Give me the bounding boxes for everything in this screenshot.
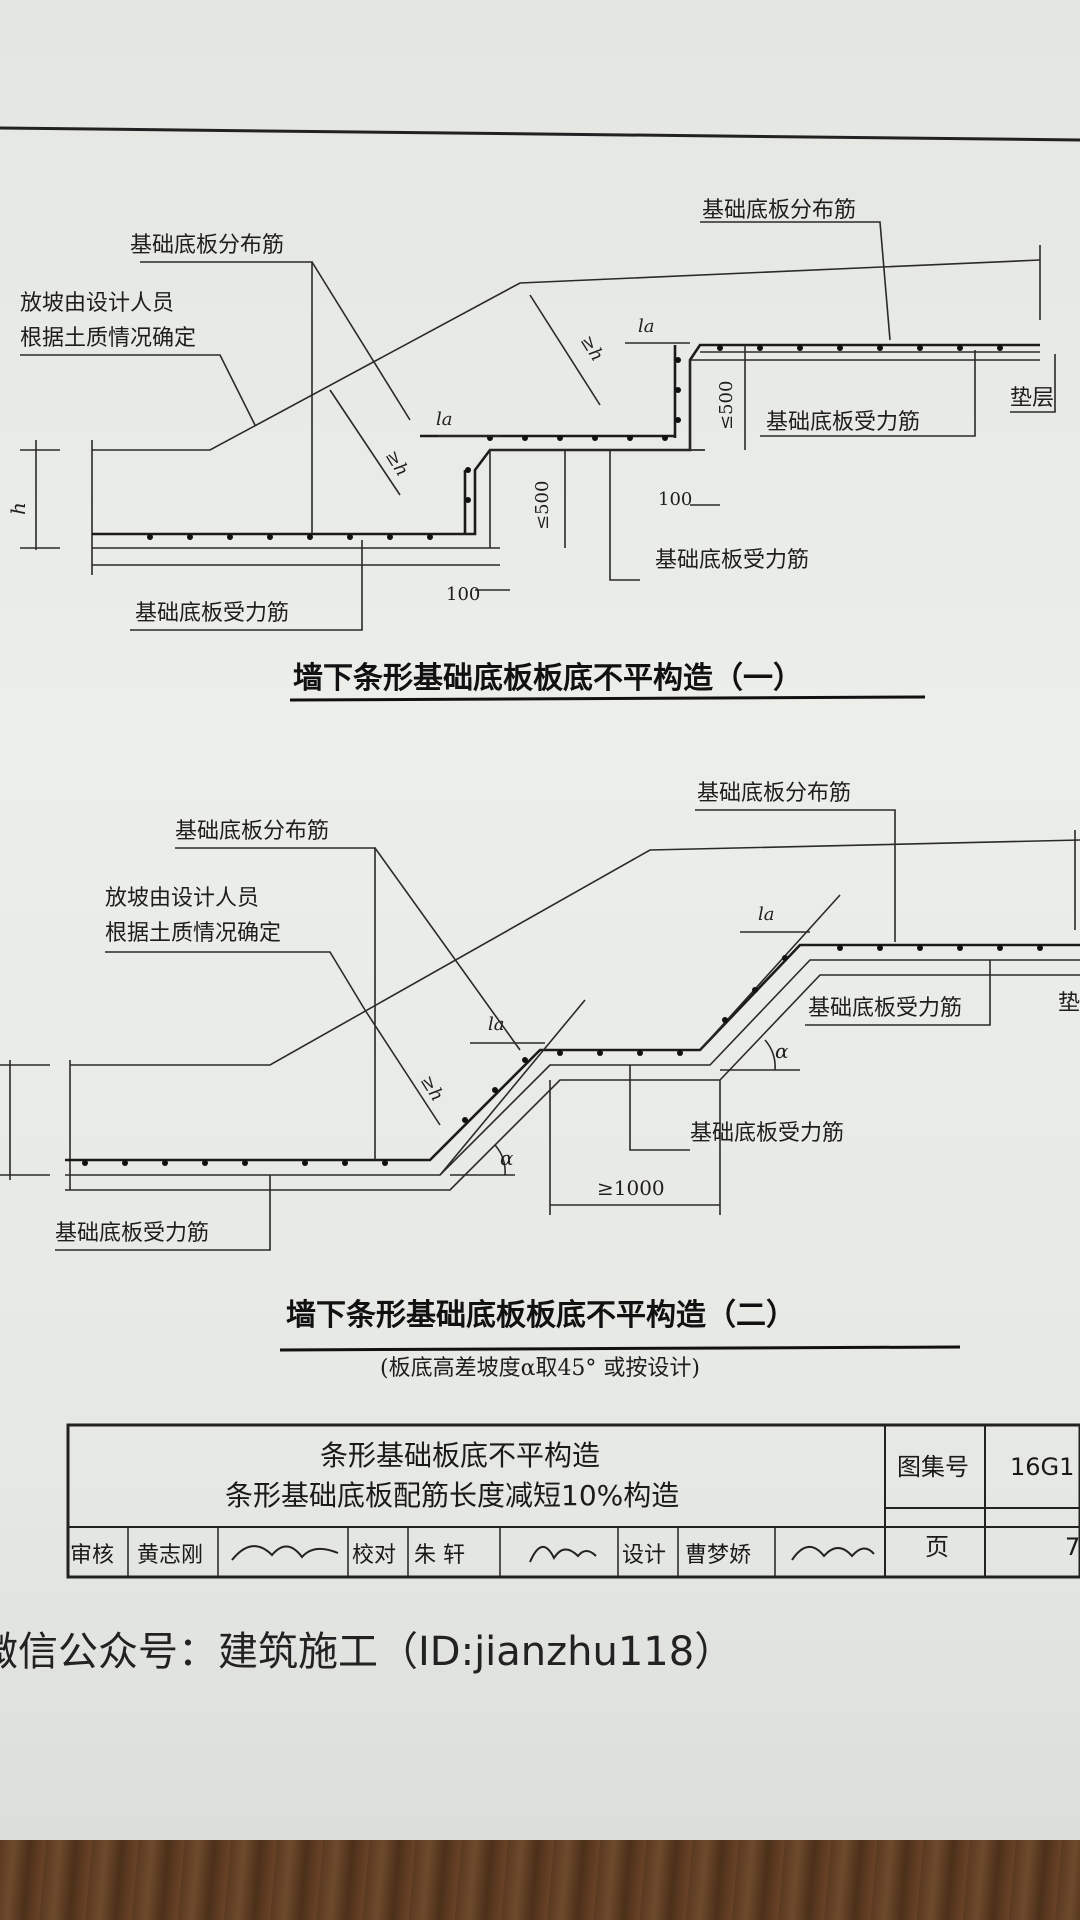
rebar-dots-lower-1 — [147, 435, 668, 540]
slab-bottom-2 — [65, 959, 1080, 1176]
title-block-name-line1: 条形基础板底不平构造 — [320, 1439, 600, 1472]
title-block-atlas-label: 图集号 — [897, 1453, 969, 1481]
title-block-page-label: 页 — [925, 1533, 949, 1561]
bottom-rebar-1 — [92, 343, 1040, 536]
label-dim1000-2: ≥1000 — [597, 1176, 665, 1200]
leader-main-1b — [609, 450, 640, 581]
diagram-1: 基础底板分布筋 基础底板分布筋 放坡由设计人员 根据土质情况确定 基础底板受力筋… — [6, 198, 1056, 702]
label-la-2b: la — [758, 904, 775, 925]
title-block-atlas-no: 16G1 — [1010, 1453, 1074, 1481]
checker-signature — [529, 1546, 597, 1563]
title-block-check-label: 校对 — [352, 1543, 396, 1568]
label-dist-2b: 基础底板分布筋 — [697, 781, 851, 806]
reviewer-signature — [231, 1545, 339, 1561]
label-slope-2-line1: 放坡由设计人员 — [105, 886, 259, 911]
designer-signature — [791, 1546, 875, 1561]
label-dim100-1a: 100 — [446, 584, 480, 605]
leader-main-1c — [760, 350, 976, 437]
leader-main-1a — [130, 540, 363, 631]
diagram-2: 基础底板分布筋 基础底板分布筋 放坡由设计人员 根据土质情况确定 基础底板受力筋… — [0, 781, 1080, 1381]
label-alpha-2a: α — [500, 1146, 514, 1170]
label-dist-2a: 基础底板分布筋 — [175, 819, 329, 844]
leader-cushion-1 — [1010, 354, 1056, 413]
title-block-page-no: 7 — [1065, 1533, 1080, 1561]
alpha-arc-2a — [494, 1144, 506, 1176]
diagram-2-title: 墙下条形基础底板板底不平构造（二） — [286, 1298, 796, 1333]
label-main-1c: 基础底板受力筋 — [766, 410, 920, 435]
rebar-dots-upper-1 — [675, 345, 1003, 423]
cushion-2 — [65, 974, 1080, 1191]
leader-dist-1b — [700, 221, 891, 341]
upper-step-1 — [689, 359, 1040, 450]
leader-dist-1a2 — [311, 261, 411, 421]
dim-h-1b — [529, 294, 601, 406]
dim-h-1a — [329, 389, 401, 496]
label-main-2a: 基础底板受力筋 — [55, 1221, 209, 1246]
rebar-dots-2 — [82, 945, 1043, 1166]
title-block-name-line2: 条形基础底板配筋长度减短10%构造 — [225, 1479, 679, 1512]
diagram-2-title-underline — [279, 1345, 961, 1352]
label-la-1a: la — [436, 409, 453, 430]
label-la-1b: la — [638, 316, 655, 337]
label-dim500-1b: ≤500 — [716, 381, 737, 430]
label-main-1a: 基础底板受力筋 — [135, 601, 289, 626]
slope-outline-2 — [70, 839, 1080, 1066]
label-hmin-1a: ≥h — [381, 447, 413, 481]
diagram-1-title-underline — [289, 695, 926, 702]
label-hmin-2: ≥h — [416, 1072, 448, 1106]
wooden-desk-edge — [0, 1840, 1080, 1920]
label-dim500-1a: ≤500 — [532, 481, 553, 530]
label-dist-1a: 基础底板分布筋 — [130, 233, 284, 258]
title-block: 条形基础板底不平构造 条形基础底板配筋长度减短10%构造 图集号 16G1 审核… — [66, 1423, 1080, 1579]
leader-main-2c — [805, 960, 991, 1026]
leader-slope-1 — [20, 354, 256, 426]
drawing-sheet — [0, 0, 1080, 1840]
slope-outline-1 — [92, 259, 1041, 451]
title-block-checker: 朱 轩 — [414, 1543, 465, 1568]
leader-dist-2a2 — [374, 847, 521, 1051]
label-la-2a: la — [488, 1014, 505, 1035]
label-cushion-1: 垫层 — [1010, 386, 1054, 411]
alpha-arc-2b — [764, 1039, 776, 1071]
diagram-1-title: 墙下条形基础底板板底不平构造（一） — [293, 661, 803, 696]
label-dim100-1b: 100 — [658, 489, 692, 510]
title-block-designer: 曹梦娇 — [685, 1543, 751, 1568]
label-slope-1-line1: 放坡由设计人员 — [20, 291, 174, 316]
top-border-line — [0, 126, 1080, 142]
label-cushion-2: 垫 — [1058, 991, 1080, 1016]
label-slope-1-line2: 根据土质情况确定 — [20, 326, 196, 351]
dim-h-2 — [364, 1009, 441, 1126]
leader-main-2b — [629, 1065, 690, 1151]
title-block-review-label: 审核 — [70, 1543, 114, 1568]
label-main-2b: 基础底板受力筋 — [690, 1121, 844, 1146]
label-main-2c: 基础底板受力筋 — [808, 996, 962, 1021]
label-hmin-1b: ≥h — [576, 332, 608, 366]
leader-slope-2 — [105, 951, 366, 1011]
leader-dist-2b — [695, 809, 896, 942]
leader-main-2a — [55, 1175, 271, 1251]
label-h-1: h — [6, 502, 30, 515]
title-block-reviewer: 黄志刚 — [137, 1543, 203, 1568]
footer-wechat-account: 微信公众号：建筑施工（ID:jianzhu118） — [0, 1629, 734, 1675]
label-alpha-2b: α — [775, 1039, 789, 1063]
bottom-rebar-2 — [65, 943, 1080, 1162]
title-block-design-label: 设计 — [622, 1543, 666, 1568]
label-slope-2-line2: 根据土质情况确定 — [105, 921, 281, 946]
slope-bar-2a — [439, 999, 586, 1176]
label-dist-1b: 基础底板分布筋 — [702, 198, 856, 223]
slope-bar-2b — [699, 894, 841, 1051]
label-main-1b: 基础底板受力筋 — [655, 548, 809, 573]
diagram-2-subtitle: (板底高差坡度α取45° 或按设计) — [380, 1356, 700, 1381]
